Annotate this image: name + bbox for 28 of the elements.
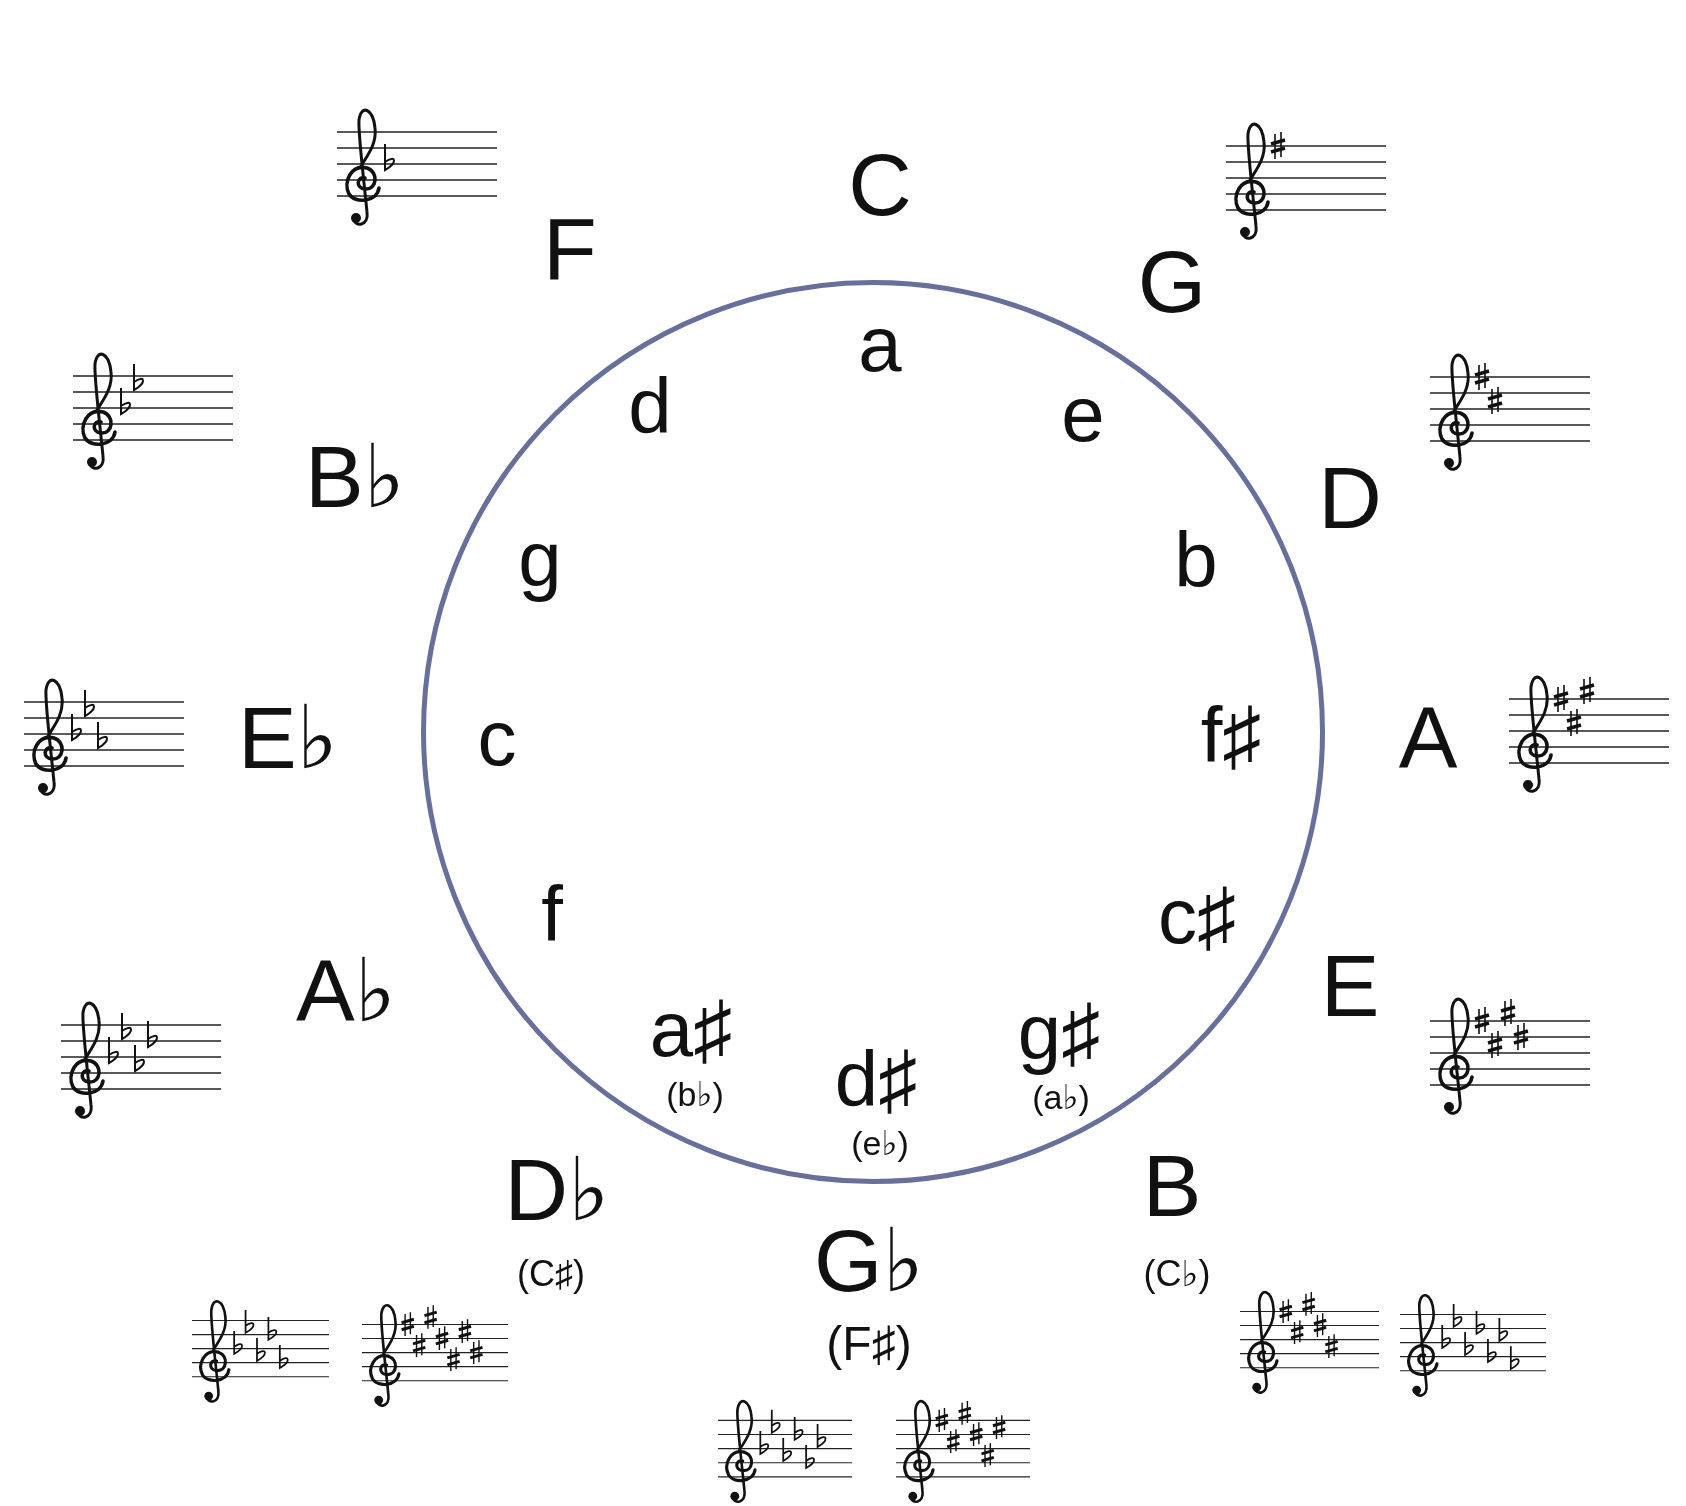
key-name: A♭ xyxy=(295,947,397,1035)
key-name: E♭ xyxy=(237,694,339,782)
enharmonic-key-name: (F♯) xyxy=(826,1320,912,1368)
minor-key-name: f♯ xyxy=(1200,696,1262,774)
minor-key-name: a xyxy=(858,305,902,383)
enharmonic-key-name: (e♭) xyxy=(851,1126,909,1160)
key-name: F xyxy=(543,205,597,293)
enharmonic-key-name: (b♭) xyxy=(666,1077,724,1111)
key-name: G xyxy=(1137,238,1207,326)
key-name: C xyxy=(848,141,912,229)
minor-key-name: c♯ xyxy=(1158,877,1236,955)
minor-key-name: e xyxy=(1061,375,1105,453)
minor-key-name: b xyxy=(1174,521,1218,599)
key-name: B xyxy=(1142,1142,1202,1230)
enharmonic-key-name: (C♯) xyxy=(517,1256,585,1292)
minor-key-name: d♯ xyxy=(834,1040,918,1118)
enharmonic-key-name: (C♭) xyxy=(1143,1256,1211,1292)
key-name: G♭ xyxy=(814,1217,924,1305)
minor-key-name: f xyxy=(541,875,563,953)
enharmonic-key-name: (a♭) xyxy=(1032,1080,1090,1114)
key-name: B♭ xyxy=(304,433,406,521)
minor-key-name: c xyxy=(477,699,517,777)
minor-key-name: a♯ xyxy=(649,990,733,1068)
key-name: D♭ xyxy=(504,1146,610,1234)
minor-key-name: d xyxy=(628,367,672,445)
key-name: A xyxy=(1398,694,1458,782)
key-name: D xyxy=(1318,454,1382,542)
key-name: E xyxy=(1320,942,1380,1030)
